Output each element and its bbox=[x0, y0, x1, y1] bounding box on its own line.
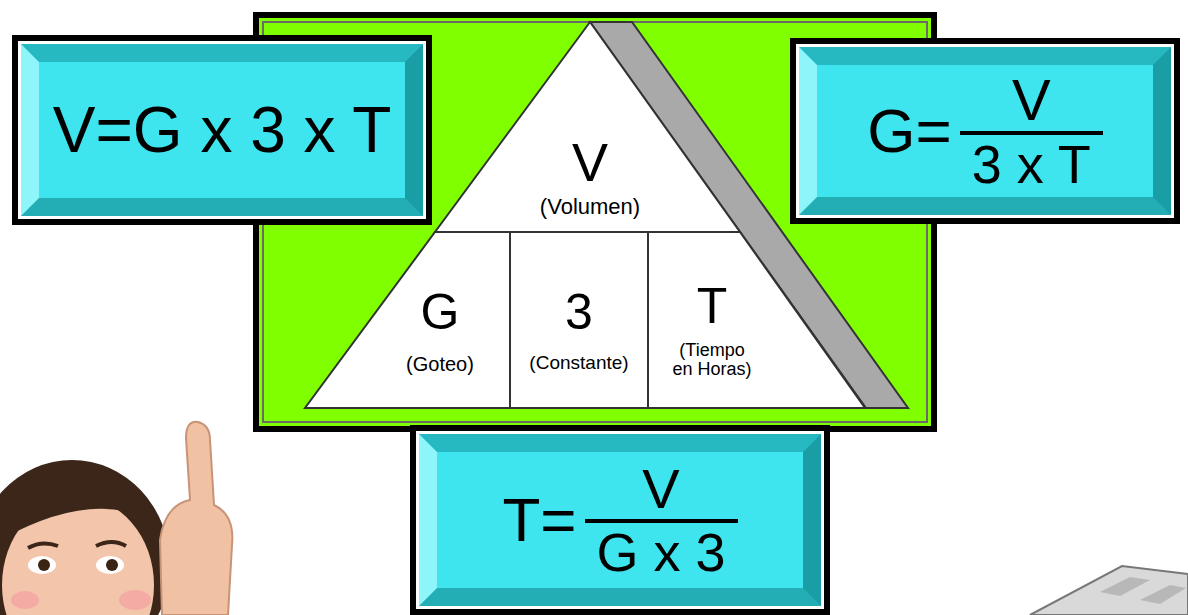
iris bbox=[38, 559, 50, 571]
triangle-section bbox=[648, 232, 865, 408]
iris bbox=[106, 559, 118, 571]
fraction: V G x 3 bbox=[585, 461, 738, 579]
calculator-keys bbox=[1100, 577, 1150, 596]
fraction-bar bbox=[585, 519, 738, 523]
triangle-section bbox=[510, 232, 648, 408]
box-face: V=G x 3 x T bbox=[39, 62, 405, 198]
triangle-cell: 3 (Constante) bbox=[510, 232, 648, 408]
formula-text: V=G x 3 x T bbox=[53, 98, 392, 162]
eye bbox=[28, 556, 56, 574]
variable-letter: V bbox=[572, 134, 608, 191]
triangle-top-section: V (Volumen) bbox=[435, 22, 740, 232]
box-face: G= V 3 x T bbox=[817, 65, 1153, 197]
shape-outline bbox=[648, 232, 867, 410]
variable-name: (Tiempo en Horas) bbox=[670, 340, 754, 380]
calculator-illustration bbox=[1030, 566, 1188, 615]
variable-name: (Constante) bbox=[529, 353, 628, 374]
variable-letter: G bbox=[421, 286, 460, 339]
formula: G= V 3 x T bbox=[867, 71, 1103, 191]
formula: T= V G x 3 bbox=[502, 461, 737, 579]
variable-letter: 3 bbox=[565, 286, 593, 339]
variable-name: (Volumen) bbox=[540, 194, 640, 218]
text-stack: 3 (Constante) bbox=[513, 286, 645, 373]
pointing-hand bbox=[160, 422, 232, 615]
formula-box: V=G x 3 x T bbox=[12, 35, 432, 225]
denominator: G x 3 bbox=[585, 525, 738, 579]
eyebrow bbox=[28, 543, 58, 548]
fraction: V 3 x T bbox=[960, 71, 1103, 191]
variable-name: (Goteo) bbox=[406, 352, 474, 374]
formula: V=G x 3 x T bbox=[53, 98, 392, 162]
formula-text: G= bbox=[867, 100, 951, 162]
calculator-body bbox=[1030, 566, 1188, 615]
triangle-cell: G (Goteo) bbox=[305, 232, 510, 408]
numerator: V bbox=[630, 461, 691, 517]
formula-box: G= V 3 x T bbox=[790, 38, 1180, 224]
triangle-section bbox=[435, 22, 740, 232]
bevel-frame: V=G x 3 x T bbox=[21, 44, 423, 216]
bevel-frame: T= V G x 3 bbox=[419, 434, 821, 606]
cheek bbox=[119, 590, 151, 610]
eyebrow bbox=[96, 542, 126, 546]
variable-letter: T bbox=[697, 280, 728, 333]
formula-text: T= bbox=[502, 489, 576, 551]
cheek bbox=[11, 591, 39, 609]
formula-box: T= V G x 3 bbox=[410, 425, 830, 615]
fringe bbox=[0, 495, 150, 540]
box-face: T= V G x 3 bbox=[437, 452, 803, 588]
text-stack: T (Tiempo en Horas) bbox=[670, 280, 754, 380]
text-stack: V (Volumen) bbox=[490, 134, 690, 219]
text-stack: G (Goteo) bbox=[385, 286, 495, 375]
triangle-section bbox=[305, 232, 510, 408]
triangle-cell: T (Tiempo en Horas) bbox=[648, 232, 865, 408]
calculator-keys bbox=[1140, 585, 1186, 604]
woman-illustration bbox=[0, 422, 232, 615]
numerator: V bbox=[1000, 71, 1063, 129]
denominator: 3 x T bbox=[960, 137, 1103, 191]
shape-outline bbox=[305, 232, 512, 410]
fraction-bar bbox=[960, 131, 1103, 135]
eye bbox=[96, 556, 124, 574]
bevel-frame: G= V 3 x T bbox=[799, 47, 1171, 215]
